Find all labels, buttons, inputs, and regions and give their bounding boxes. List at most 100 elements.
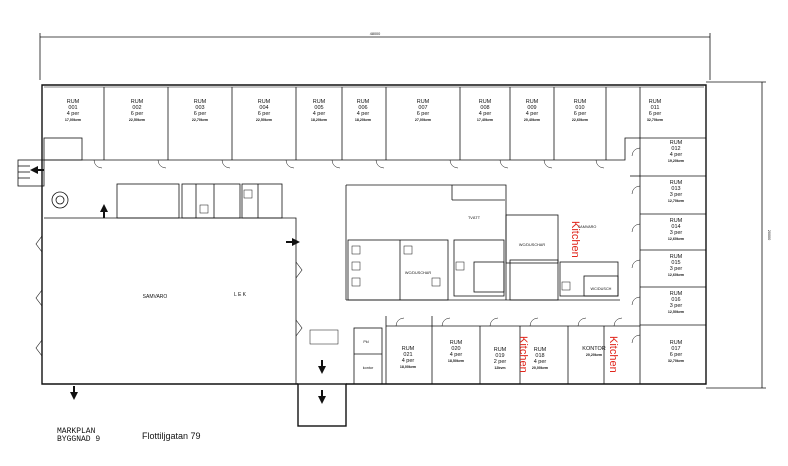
room-area: 17,00kvm xyxy=(65,118,81,122)
height-dimension-label: 20000 xyxy=(767,230,771,241)
samvaro-small-label: SAMVARO xyxy=(578,225,597,229)
room-name: RUM xyxy=(402,346,415,352)
room-name: RUM xyxy=(417,99,430,105)
room-area: 18,50kvm xyxy=(448,359,464,363)
width-dimension-label: 48000 xyxy=(370,32,381,36)
bottom-room-walls xyxy=(353,316,640,385)
room-name: 011 xyxy=(651,105,660,111)
room-area: 12kvm xyxy=(494,366,505,370)
legend-markplan: MARKPLAN xyxy=(57,427,96,436)
room-name: RUM xyxy=(649,99,662,105)
room-name: 017 xyxy=(671,346,680,352)
sanitary-fixtures xyxy=(199,189,571,345)
room-name: RUM xyxy=(494,347,507,353)
room-capacity: 6 per xyxy=(417,111,430,117)
room-area: 17,40kvm xyxy=(477,118,493,122)
room-name: 002 xyxy=(132,105,141,111)
room-capacity: 4 per xyxy=(479,111,492,117)
room-name: RUM xyxy=(670,140,683,146)
room-capacity: 6 per xyxy=(194,111,207,117)
room-capacity: 6 per xyxy=(574,111,587,117)
legend-byggnad: BYGGNAD 9 xyxy=(57,435,101,444)
room-capacity: 6 per xyxy=(258,111,271,117)
arrow-icon xyxy=(70,386,78,400)
entrance-stairs xyxy=(17,159,69,209)
room-name: 006 xyxy=(358,105,367,111)
room-area: 18,00kvm xyxy=(400,365,416,369)
room-name: RUM xyxy=(450,340,463,346)
room-capacity: 6 per xyxy=(649,111,662,117)
room-area: 22,50kvm xyxy=(129,118,145,122)
arrow-icon xyxy=(30,166,44,174)
room-name: 020 xyxy=(451,346,460,352)
room-capacity: 3 per xyxy=(670,266,683,272)
room-area: 22,60kvm xyxy=(572,118,588,122)
room-name: RUM xyxy=(357,99,370,105)
room-name: 021 xyxy=(403,352,412,358)
samvaro-label: SAMVARO xyxy=(143,294,168,300)
room-name: 010 xyxy=(575,105,584,111)
room-name: 012 xyxy=(671,146,680,152)
room-area: 12,60kvm xyxy=(668,273,684,277)
room-name: 003 xyxy=(195,105,204,111)
room-capacity: 4 per xyxy=(670,152,683,158)
room-capacity: 4 per xyxy=(313,111,326,117)
room-area: 12,60kvm xyxy=(668,237,684,241)
room-name: 007 xyxy=(418,105,427,111)
room-area: 27,00kvm xyxy=(415,118,431,122)
wc-duschar-label: WC/DUSCHAR xyxy=(405,271,431,275)
right-dimension-line xyxy=(706,81,766,389)
room-name: 018 xyxy=(535,353,544,359)
wc-duschar-label-2: WC/DUSCHAR xyxy=(519,243,545,247)
room-capacity: 4 per xyxy=(402,358,415,364)
room-capacity: 6 per xyxy=(670,352,683,358)
arrow-icon xyxy=(286,238,300,246)
room-capacity: 4 per xyxy=(67,111,80,117)
room-name: 001 xyxy=(68,105,77,111)
top-dimension-line xyxy=(39,33,711,80)
room-name: RUM xyxy=(526,99,539,105)
arrow-icon xyxy=(100,204,108,218)
room-name: RUM xyxy=(131,99,144,105)
room-name: RUM xyxy=(313,99,326,105)
room-capacity: 3 per xyxy=(670,192,683,198)
room-capacity: 2 per xyxy=(494,359,507,365)
room-name: 009 xyxy=(527,105,536,111)
tvatt-label: TVÄTT xyxy=(468,216,481,220)
room-name: RUM xyxy=(670,180,683,186)
room-capacity: 4 per xyxy=(450,352,463,358)
hall-walls xyxy=(44,183,297,384)
room-area: 18,20kvm xyxy=(311,118,327,122)
room-name: 013 xyxy=(671,186,680,192)
room-area: 19,20kvm xyxy=(668,159,684,163)
door-swings xyxy=(93,147,641,344)
room-area: 20,40kvm xyxy=(524,118,540,122)
arrow-icon xyxy=(318,390,326,404)
room-area: 20,00kvm xyxy=(532,366,548,370)
room-name: RUM xyxy=(67,99,80,105)
room-name: 016 xyxy=(671,297,680,303)
room-capacity: 4 per xyxy=(357,111,370,117)
central-block-walls xyxy=(345,184,620,301)
room-name: 019 xyxy=(495,353,504,359)
kontor-area-label: 20,20kvm xyxy=(586,353,602,357)
right-room-walls xyxy=(630,87,706,384)
outer-walls xyxy=(41,84,707,427)
room-area: 12,70kvm xyxy=(668,199,684,203)
room-name: 005 xyxy=(314,105,323,111)
